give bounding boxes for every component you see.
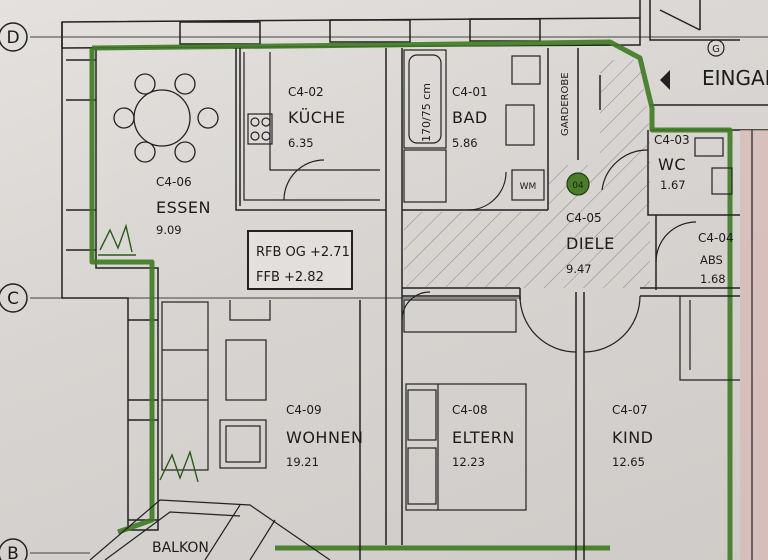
apartment-outline — [89, 39, 733, 560]
room-kind: C4-07 KIND 12.65 — [612, 403, 654, 469]
kitchen-counter — [243, 52, 380, 201]
grid-axis-d: D — [0, 22, 28, 52]
room-area: 1.68 — [700, 272, 726, 286]
entrance-marker: G EINGAN — [660, 39, 768, 90]
room-area: 5.86 — [452, 136, 478, 150]
room-code: C4-06 — [156, 175, 192, 189]
room-wohnen: C4-09 WOHNEN 19.21 — [286, 403, 364, 469]
room-name: WC — [658, 155, 686, 174]
grid-axis-c-label: C — [7, 289, 19, 309]
grid-axis-b: B — [0, 538, 28, 560]
room-eltern: C4-08 ELTERN 12.23 — [452, 403, 515, 469]
entrance-label: EINGAN — [702, 66, 768, 90]
room-code: C4-02 — [288, 85, 324, 99]
entrance-arrow-icon — [660, 70, 670, 90]
bathtub-size-label: 170/75 cm — [420, 83, 433, 142]
room-area: 1.67 — [660, 178, 686, 192]
grid-axis-c: C — [0, 283, 28, 313]
interior-walls — [235, 48, 740, 560]
room-area: 9.47 — [566, 262, 592, 276]
balcony-outline — [89, 499, 331, 560]
room-code: C4-08 — [452, 403, 488, 417]
room-code: C4-05 — [566, 211, 602, 225]
room-name: ABS — [700, 253, 723, 267]
room-name: KÜCHE — [288, 108, 346, 127]
neighbour-strip — [740, 130, 768, 560]
room-name: WOHNEN — [286, 428, 364, 447]
wc-fixtures — [601, 137, 733, 263]
room-wc: C4-03 WC 1.67 — [654, 133, 690, 192]
room-code: C4-07 — [612, 403, 648, 417]
level-box-line2: FFB +2.82 — [256, 270, 324, 285]
room-code: C4-01 — [452, 85, 488, 99]
room-area: 12.23 — [452, 455, 485, 469]
room-abs: C4-04 ABS 1.68 — [698, 231, 734, 286]
room-kueche: C4-02 KÜCHE 6.35 — [288, 85, 346, 150]
balcony-label: BALKON — [152, 540, 209, 556]
grid-axis-d-label: D — [6, 28, 19, 48]
room-essen: C4-06 ESSEN 9.09 — [156, 175, 211, 237]
room-name: ESSEN — [156, 198, 211, 217]
room-name: BAD — [452, 108, 488, 127]
room-code: C4-04 — [698, 231, 734, 245]
level-box-line1: RFB OG +2.71 — [256, 245, 350, 260]
plant-symbol — [98, 223, 199, 483]
room-bad: C4-01 BAD 5.86 — [452, 85, 488, 150]
room-diele: C4-05 DIELE 9.47 — [566, 211, 615, 276]
room-name: ELTERN — [452, 428, 515, 447]
wardrobe-label: GARDEROBE — [560, 72, 571, 136]
door-swings — [401, 291, 641, 353]
meter-label: 04 — [572, 181, 584, 191]
room-area: 19.21 — [286, 455, 319, 469]
living-room-furniture — [161, 300, 271, 471]
grid-axis-b-label: B — [7, 544, 19, 560]
bedroom-furniture — [403, 296, 740, 511]
room-area: 9.09 — [156, 223, 182, 237]
room-code: C4-03 — [654, 133, 690, 147]
hall-hatch — [404, 60, 650, 288]
bathroom-fixtures — [403, 49, 545, 211]
entrance-marker-label: G — [712, 44, 720, 55]
room-code: C4-09 — [286, 403, 322, 417]
meter-symbol: 04 — [566, 172, 590, 196]
room-area: 12.65 — [612, 455, 645, 469]
dining-table — [113, 73, 219, 163]
grid-lines — [30, 36, 768, 554]
level-box: RFB OG +2.71 FFB +2.82 — [247, 230, 353, 290]
washer-label: WM — [520, 182, 537, 192]
room-name: KIND — [612, 428, 654, 447]
room-name: DIELE — [566, 234, 615, 253]
room-area: 6.35 — [288, 136, 314, 150]
